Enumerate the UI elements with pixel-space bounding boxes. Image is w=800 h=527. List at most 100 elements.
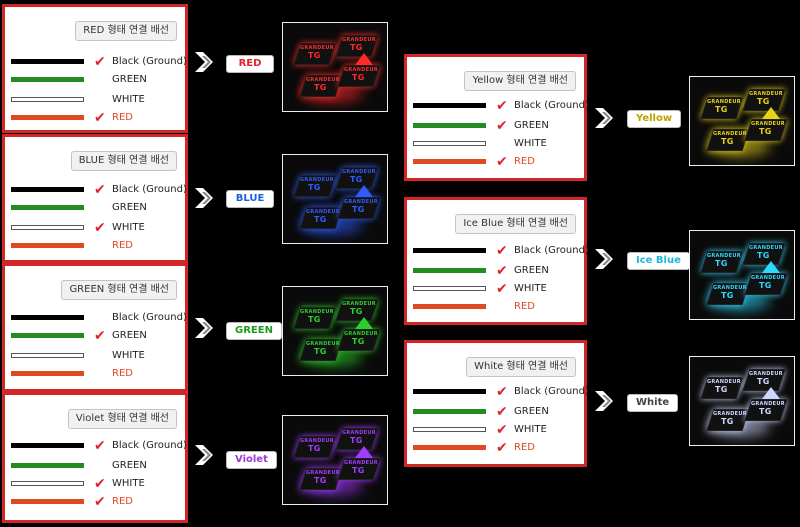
wire-black xyxy=(413,248,486,253)
wire-red xyxy=(11,371,84,376)
mat-logo-line2: TG xyxy=(350,175,363,184)
mat-logo-line2: TG xyxy=(314,83,327,92)
wire-row-red: ✔RED xyxy=(413,439,583,457)
check-icon: ✔ xyxy=(496,243,508,259)
mat-logo-line1: GRANDEUR xyxy=(344,460,378,466)
wire-red xyxy=(413,445,486,450)
mat-logo-line1: GRANDEUR xyxy=(306,341,340,347)
check-icon: ✔ xyxy=(496,263,508,279)
wire-label: RED xyxy=(514,156,535,167)
wire-row-black: ✔ Black (Ground) xyxy=(11,437,187,455)
wire-label: GREEN xyxy=(112,74,147,85)
wire-label: GREEN xyxy=(514,265,549,276)
mat-logo-line1: GRANDEUR xyxy=(342,37,376,43)
wire-label: WHITE xyxy=(112,350,145,361)
chevron-right-icon xyxy=(195,52,213,72)
mat-logo-line1: GRANDEUR xyxy=(306,470,340,476)
wire-label: RED xyxy=(112,240,133,251)
wire-row-green: GREEN xyxy=(11,457,181,475)
wire-green xyxy=(413,409,486,414)
wire-label: WHITE xyxy=(112,222,145,233)
wire-row-red: ✔RED xyxy=(11,493,181,511)
chevron-right-icon xyxy=(195,318,213,338)
wire-row-white: ✔ WHITE xyxy=(11,475,181,493)
wire-row-black: ✔Black (Ground) xyxy=(11,181,187,199)
wire-black xyxy=(11,443,84,448)
wire-row-green: GREEN xyxy=(11,71,181,89)
mat-logo-line2: TG xyxy=(759,281,772,290)
wire-label: Black (Ground) xyxy=(112,184,187,195)
mat-logo-line1: GRANDEUR xyxy=(749,371,783,377)
check-icon: ✔ xyxy=(94,476,106,492)
wire-white xyxy=(11,225,84,230)
mat-logo-line2: TG xyxy=(350,307,363,316)
wire-label: GREEN xyxy=(112,330,147,341)
mat-logo-line2: TG xyxy=(350,436,363,445)
check-icon: ✔ xyxy=(94,110,106,126)
wire-red xyxy=(11,499,84,504)
wire-label: WHITE xyxy=(514,283,547,294)
mat-logo-line2: TG xyxy=(308,444,321,453)
wire-label: GREEN xyxy=(112,460,147,471)
wire-red xyxy=(413,159,486,164)
mat-logo-line1: GRANDEUR xyxy=(342,301,376,307)
panel-title: White 형태 연결 배선 xyxy=(466,357,576,377)
check-icon: ✔ xyxy=(94,220,106,236)
wire-label: Black (Ground) xyxy=(514,245,589,256)
wire-row-red: ✔RED xyxy=(413,153,583,171)
wire-row-red: RED xyxy=(11,365,181,383)
mat-logo-line1: GRANDEUR xyxy=(707,253,741,259)
wire-label: Black (Ground) xyxy=(112,440,187,451)
mat-logo-line1: GRANDEUR xyxy=(707,99,741,105)
wire-green xyxy=(11,463,84,468)
chevron-right-icon xyxy=(195,445,213,465)
mat-logo-line1: GRANDEUR xyxy=(713,131,747,137)
wire-green xyxy=(413,268,486,273)
color-tag-iceblue: Ice Blue xyxy=(627,252,690,270)
mat-logo-line2: TG xyxy=(314,476,327,485)
wire-label: WHITE xyxy=(112,478,145,489)
color-tag-red: RED xyxy=(226,55,274,73)
mat-logo-line1: GRANDEUR xyxy=(344,199,378,205)
check-icon: ✔ xyxy=(496,118,508,134)
mat-logo-line1: GRANDEUR xyxy=(713,285,747,291)
check-icon: ✔ xyxy=(496,404,508,420)
panel-iceblue: Ice Blue 형태 연결 배선✔Black (Ground)✔GREEN✔W… xyxy=(404,197,589,325)
wire-label: RED xyxy=(514,301,535,312)
wire-white xyxy=(413,141,486,146)
wire-row-white: ✔ WHITE xyxy=(11,219,181,237)
wire-label: GREEN xyxy=(514,406,549,417)
panel-violet: Violet 형태 연결 배선✔Black (Ground)GREEN✔WHIT… xyxy=(2,392,188,523)
panel-white: White 형태 연결 배선✔Black (Ground)✔GREEN✔WHIT… xyxy=(404,340,589,467)
mat-logo-line2: TG xyxy=(352,337,365,346)
check-icon: ✔ xyxy=(94,438,106,454)
mat-logo-line2: TG xyxy=(721,417,734,426)
mat-logo-line2: TG xyxy=(757,251,770,260)
wire-row-black: ✔Black (Ground) xyxy=(413,383,589,401)
mat-logo-line1: GRANDEUR xyxy=(344,67,378,73)
mat-logo-line1: GRANDEUR xyxy=(306,209,340,215)
wire-white xyxy=(11,481,84,486)
panel-title: BLUE 형태 연결 배선 xyxy=(70,151,177,171)
wire-red xyxy=(413,304,486,309)
mat-logo-line2: TG xyxy=(352,73,365,82)
wire-label: Black (Ground) xyxy=(514,100,589,111)
